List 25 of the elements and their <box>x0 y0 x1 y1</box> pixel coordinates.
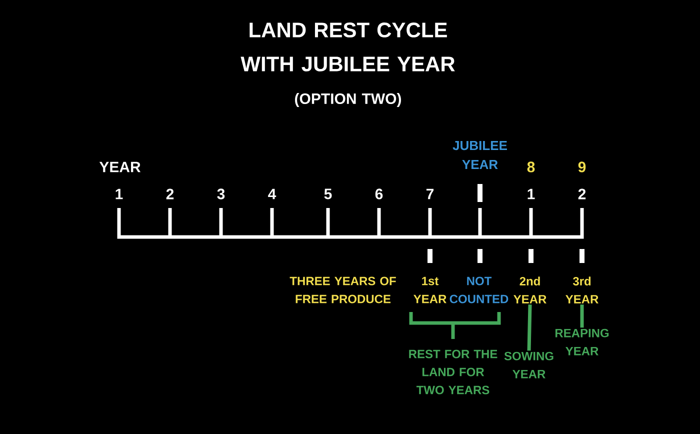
subtitle: (OPTION TWO) <box>295 93 401 107</box>
year-number: 3 <box>217 188 225 200</box>
connector-line <box>527 304 532 351</box>
year-number: 2 <box>166 188 174 200</box>
timeline-label: REAPING YEAR <box>555 328 609 356</box>
year-number: 5 <box>324 188 332 200</box>
year-number: 7 <box>426 188 434 200</box>
timeline-label: 2nd YEAR <box>514 276 546 304</box>
timeline-label: NOT COUNTED <box>450 276 508 304</box>
axis-title: YEAR <box>99 162 141 172</box>
connector-line <box>580 304 584 328</box>
year-number: 9 <box>578 162 586 172</box>
timeline-label: 1st YEAR <box>414 276 446 304</box>
timeline-label: 3rd YEAR <box>566 276 598 304</box>
year-number: 2 <box>578 188 586 200</box>
timeline-label: SOWING YEAR <box>504 352 554 378</box>
timeline-label: THREE YEARS OF FREE PRODUCE <box>290 276 396 304</box>
year-number: 1 <box>528 188 535 200</box>
year-number: 4 <box>268 188 276 200</box>
timeline-label: JUBILEE YEAR <box>452 141 507 169</box>
year-number: 1 <box>116 188 123 200</box>
title: LAND REST CYCLE WITH JUBILEE YEAR <box>240 22 455 72</box>
year-number: 6 <box>375 188 383 200</box>
year-number: 8 <box>527 162 535 172</box>
timeline-label: REST FOR THE LAND FOR TWO YEARS <box>409 350 498 394</box>
